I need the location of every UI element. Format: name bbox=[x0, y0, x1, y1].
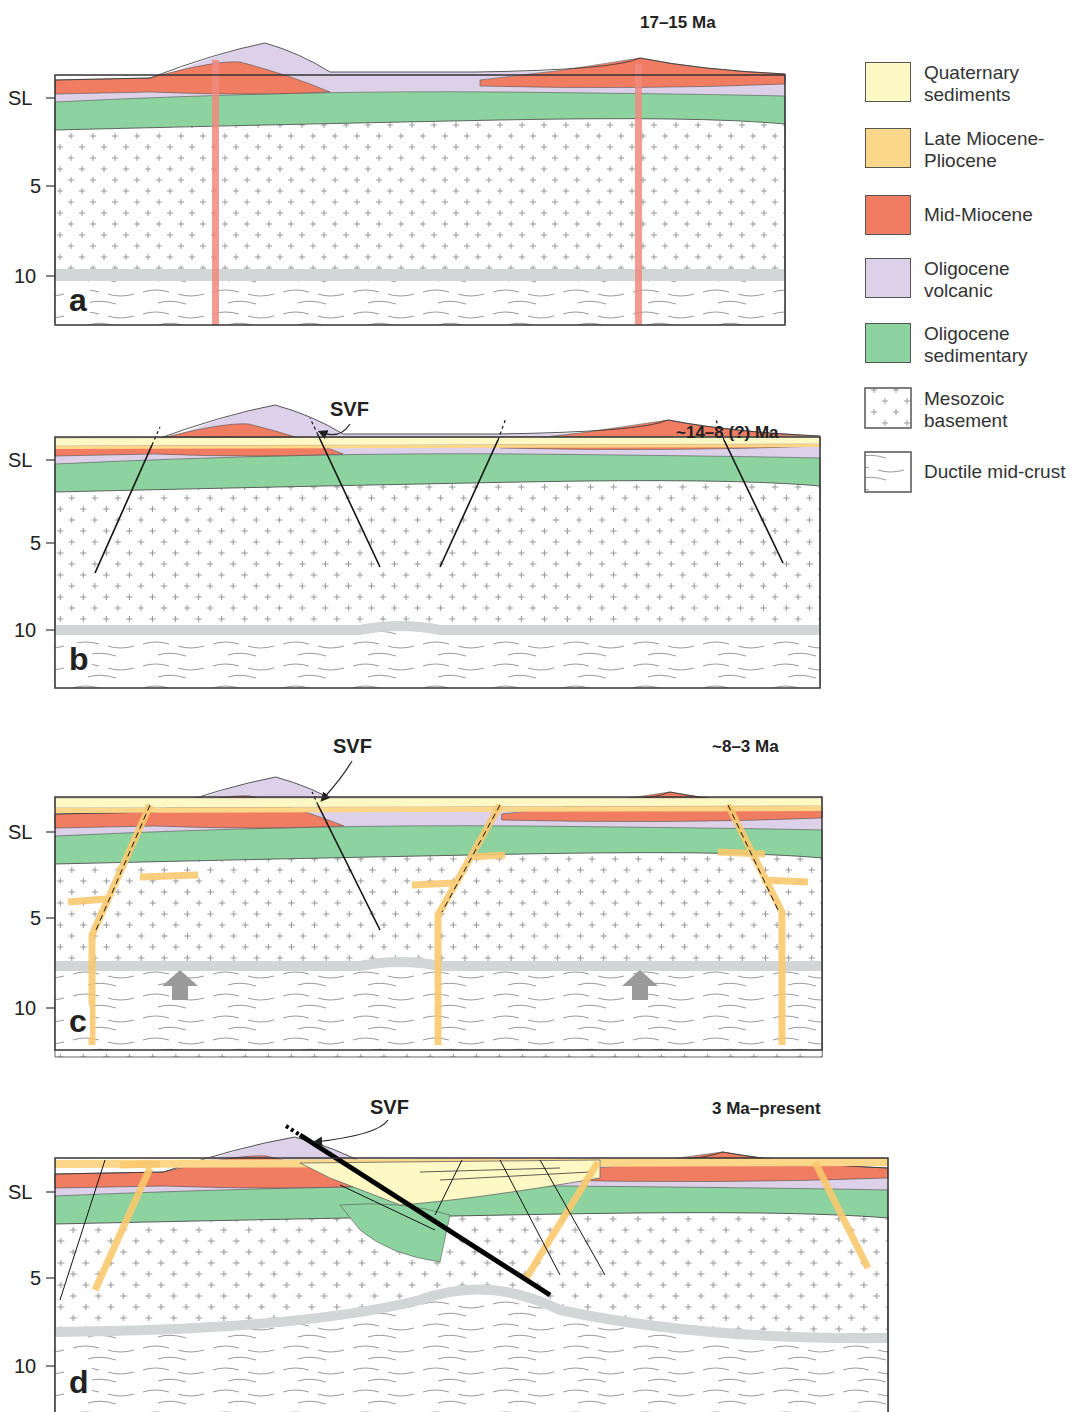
depth-label: 5 bbox=[30, 532, 41, 554]
depth-label: SL bbox=[8, 87, 32, 109]
age-label: 3 Ma–present bbox=[712, 1100, 821, 1119]
legend-text: Oligocene sedimentary bbox=[924, 323, 1069, 367]
depth-label: 5 bbox=[30, 1267, 41, 1289]
panel-letter: b bbox=[66, 643, 92, 675]
depth-label: SL bbox=[8, 449, 32, 471]
panel-letter: a bbox=[66, 284, 90, 316]
depth-label: SL bbox=[8, 821, 32, 843]
depth-label: 5 bbox=[30, 175, 41, 197]
legend-swatch bbox=[865, 258, 911, 298]
age-label: ~14–8 (?) Ma bbox=[676, 424, 779, 443]
panel-letter: d bbox=[66, 1366, 92, 1398]
legend-swatch bbox=[865, 62, 911, 102]
legend-text: Mesozoic basement bbox=[924, 388, 1069, 432]
legend-text: Ductile mid-crust bbox=[924, 461, 1069, 483]
fault-label: SVF bbox=[370, 1096, 409, 1118]
depth-label: 10 bbox=[14, 619, 36, 641]
age-label: 17–15 Ma bbox=[640, 14, 716, 33]
legend-text: Late Miocene-Pliocene bbox=[924, 128, 1069, 172]
depth-label: 10 bbox=[14, 997, 36, 1019]
legend-swatch bbox=[865, 128, 911, 168]
fault-label: SVF bbox=[333, 735, 372, 757]
legend-swatch bbox=[865, 195, 911, 235]
fault-label: SVF bbox=[330, 398, 369, 420]
age-label: ~8–3 Ma bbox=[712, 738, 779, 757]
panel-letter: c bbox=[66, 1005, 90, 1037]
depth-label: 5 bbox=[30, 907, 41, 929]
legend-text: Oligocene volcanic bbox=[924, 258, 1069, 302]
depth-label: 10 bbox=[14, 1355, 36, 1377]
depth-label: 10 bbox=[14, 265, 36, 287]
legend-text: Quaternary sediments bbox=[924, 62, 1069, 106]
legend-swatch bbox=[865, 323, 911, 363]
depth-label: SL bbox=[8, 1181, 32, 1203]
legend-text: Mid-Miocene bbox=[924, 204, 1069, 226]
